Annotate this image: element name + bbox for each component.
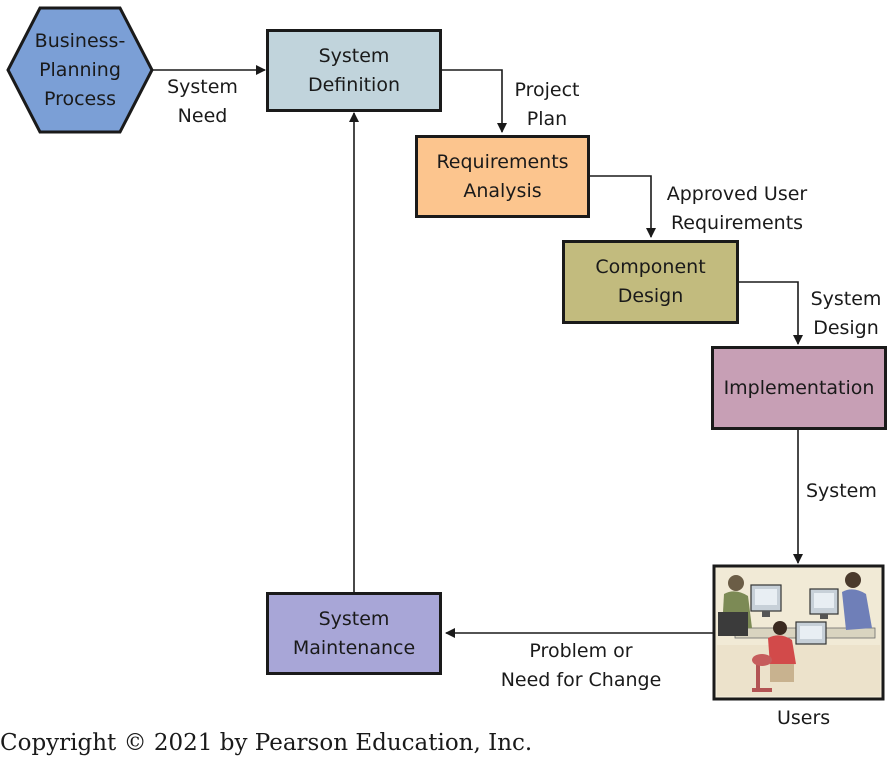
flow-label-system: System: [806, 480, 877, 502]
requirements-analysis-box: Requirements Analysis: [415, 135, 590, 218]
users-illustration: [712, 564, 885, 701]
flow-label-system-need: System Need: [167, 76, 238, 127]
person-right-head: [845, 572, 861, 588]
flow-approved-requirements-arrow: [589, 175, 656, 238]
component-design-box: Component Design: [562, 240, 739, 324]
flow-system-design-arrow: [737, 281, 803, 345]
system-maintenance-box: System Maintenance: [266, 592, 442, 675]
flow-label-problem-or-need-for-change: Problem or Need for Change: [500, 640, 662, 691]
person-right-body: [842, 589, 872, 630]
flow-label-system-design: System Design: [810, 288, 882, 339]
flow-label-approved-user-requirements: Approved User Requirements: [666, 183, 808, 234]
copyright-notice: Copyright © 2021 by Pearson Education, I…: [0, 730, 533, 756]
flow-label-project-plan: Project Plan: [514, 79, 580, 130]
system-definition-box: System Definition: [266, 29, 442, 112]
person-front-head: [773, 621, 787, 635]
flow-project-plan-arrow: [441, 69, 507, 133]
person-left-head: [728, 575, 744, 591]
users-label: Users: [777, 707, 831, 729]
person-front-body: [768, 635, 796, 666]
implementation-box: Implementation: [711, 346, 887, 430]
business-planning-process-label: Business- Planning Process: [34, 29, 126, 110]
